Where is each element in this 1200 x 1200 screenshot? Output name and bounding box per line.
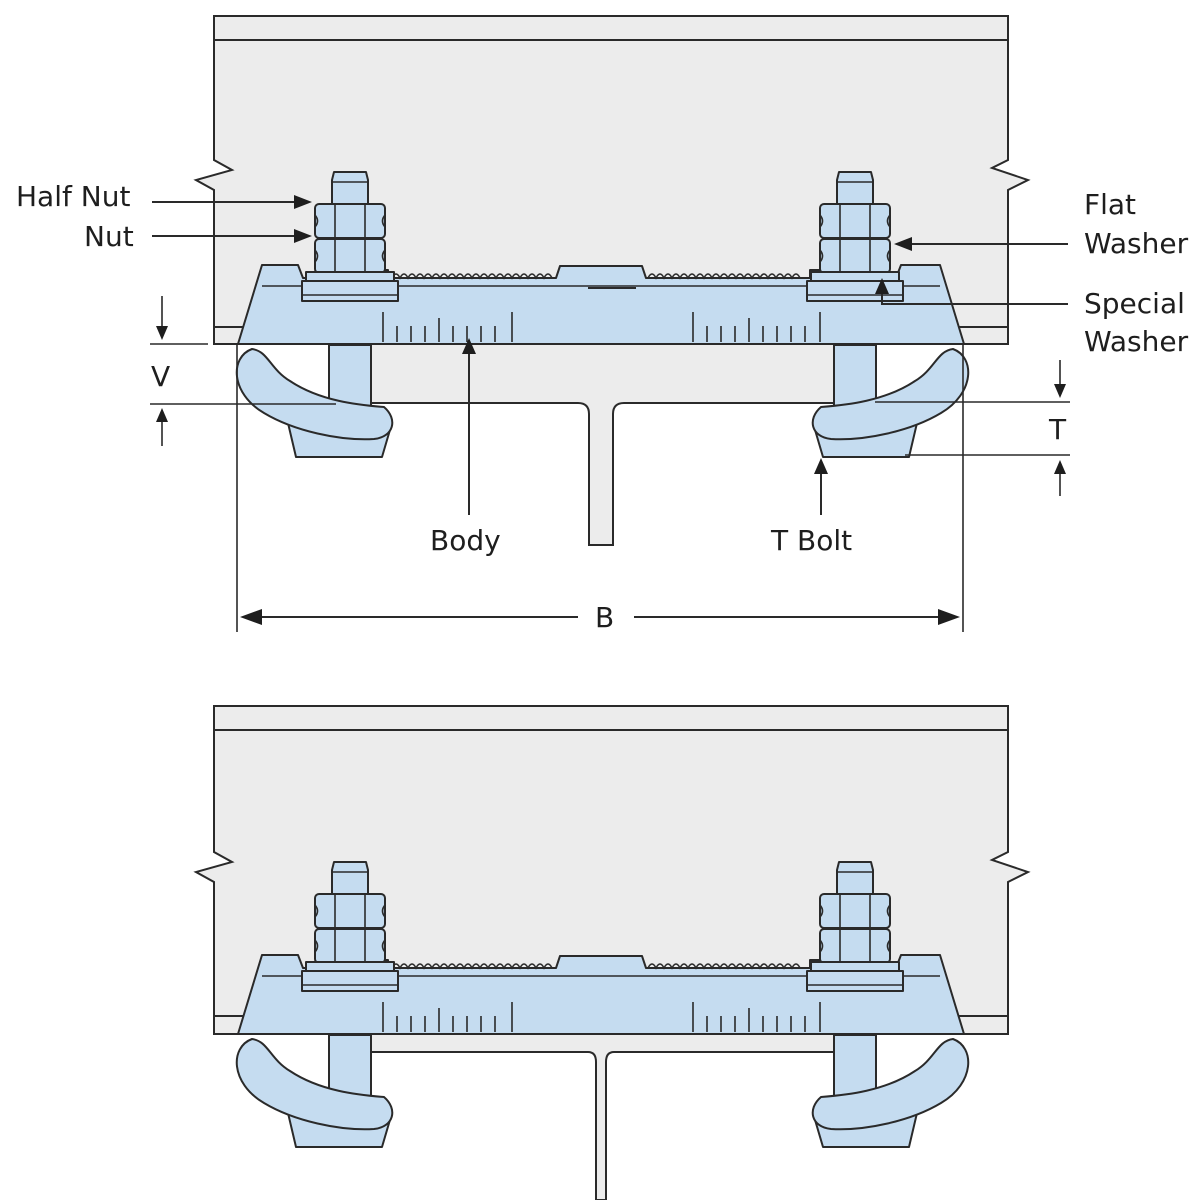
label-t-bolt: T Bolt [770,524,852,557]
label-nut: Nut [84,220,134,253]
label-special-washer-line2: Washer [1084,325,1189,358]
top-clamp-assembly: Half Nut Nut Flat Washer Special Washer … [16,15,1189,634]
top-rail [359,343,861,546]
label-b: B [595,601,614,634]
label-body: Body [430,524,501,557]
bottom-clamp-assembly [193,705,1031,1200]
bottom-t-bolt-left [235,1034,394,1148]
label-special-washer-line1: Special [1084,287,1185,320]
label-flat-washer-line2: Washer [1084,227,1189,260]
t-bolt-left [235,344,394,458]
bottom-t-bolt-right [811,1034,970,1148]
label-flat-washer-line1: Flat [1084,188,1136,221]
bottom-rail [359,1033,861,1200]
label-half-nut: Half Nut [16,180,130,213]
label-t: T [1048,413,1067,446]
label-v: V [151,360,170,393]
t-bolt-right [811,344,970,458]
